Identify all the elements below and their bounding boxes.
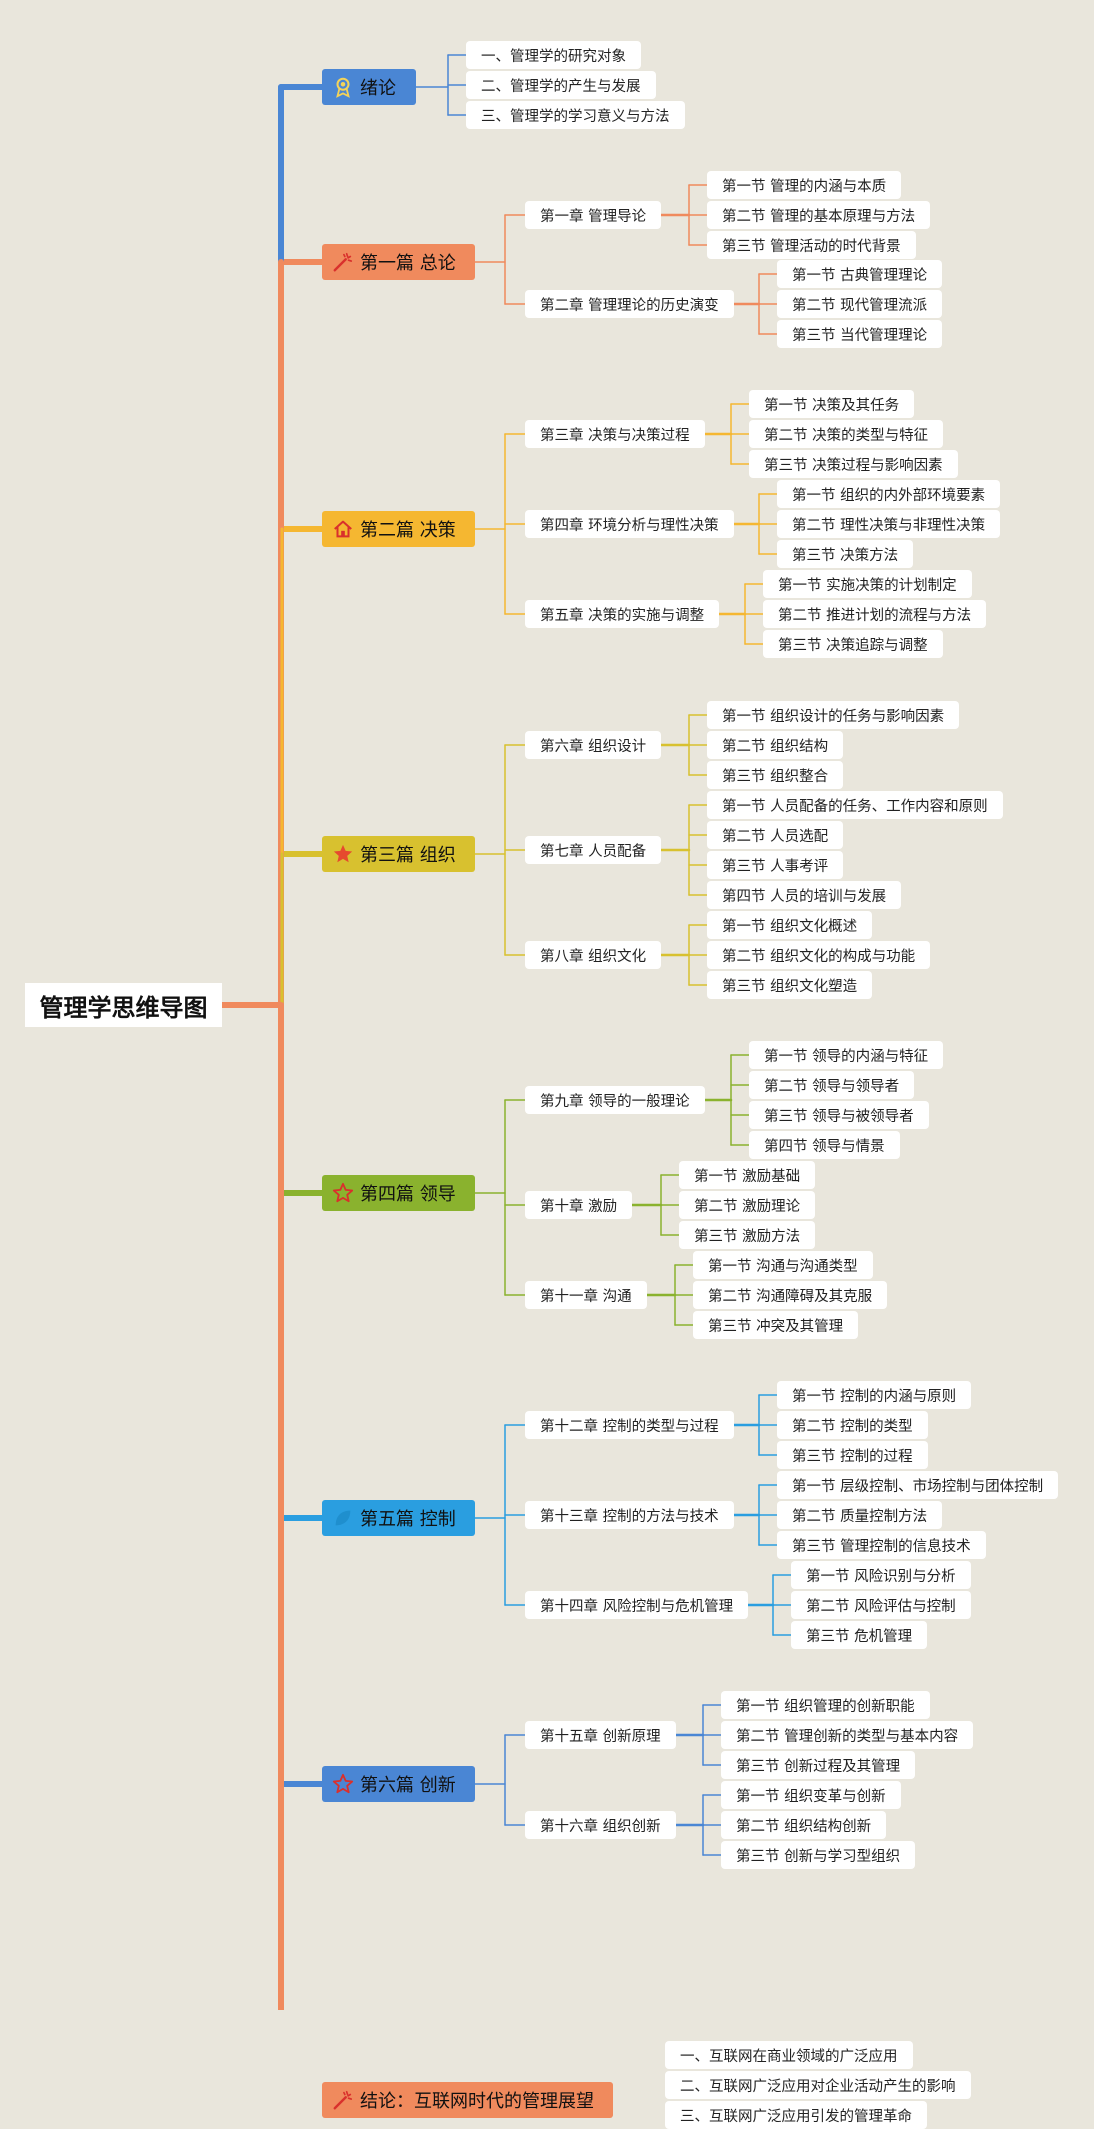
chapter-node[interactable]: 第二章 管理理论的历史演变 — [525, 290, 734, 318]
section-node[interactable]: 二、管理学的产生与发展 — [466, 71, 656, 99]
section-node[interactable]: 第二节 领导与领导者 — [749, 1071, 915, 1099]
section-node[interactable]: 第一节 人员配备的任务、工作内容和原则 — [707, 791, 1003, 819]
part-label: 第一篇 总论 — [360, 253, 456, 274]
part-node[interactable]: 第三篇 组织 — [322, 836, 475, 872]
section-node[interactable]: 第二节 理性决策与非理性决策 — [777, 510, 1001, 538]
section-node[interactable]: 第一节 层级控制、市场控制与团体控制 — [777, 1471, 1059, 1499]
section-node[interactable]: 第三节 领导与被领导者 — [749, 1101, 929, 1129]
chapter-node[interactable]: 第十二章 控制的类型与过程 — [525, 1411, 734, 1439]
chapter-node[interactable]: 第七章 人员配备 — [525, 836, 662, 864]
part-label: 第三篇 组织 — [360, 845, 456, 866]
chapter-node[interactable]: 第十六章 组织创新 — [525, 1811, 676, 1839]
section-node[interactable]: 第一节 组织变革与创新 — [721, 1781, 901, 1809]
section-node[interactable]: 第一节 控制的内涵与原则 — [777, 1381, 972, 1409]
part-label: 第五篇 控制 — [360, 1509, 456, 1530]
section-node[interactable]: 三、管理学的学习意义与方法 — [466, 101, 685, 129]
section-node[interactable]: 第一节 激励基础 — [679, 1161, 816, 1189]
part-node[interactable]: 第二篇 决策 — [322, 511, 475, 547]
chapter-node[interactable]: 第六章 组织设计 — [525, 731, 662, 759]
part-node[interactable]: 结论：互联网时代的管理展望 — [322, 2082, 613, 2118]
chapter-node[interactable]: 第八章 组织文化 — [525, 941, 662, 969]
home-icon — [332, 518, 354, 540]
part-node[interactable]: 第四篇 领导 — [322, 1175, 475, 1211]
chapter-node[interactable]: 第十一章 沟通 — [525, 1281, 647, 1309]
section-node[interactable]: 第三节 人事考评 — [707, 851, 844, 879]
section-node[interactable]: 第一节 沟通与沟通类型 — [693, 1251, 873, 1279]
section-node[interactable]: 第二节 管理创新的类型与基本内容 — [721, 1721, 974, 1749]
section-node[interactable]: 第三节 决策方法 — [777, 540, 914, 568]
section-node[interactable]: 第二节 决策的类型与特征 — [749, 420, 944, 448]
section-node[interactable]: 第二节 推进计划的流程与方法 — [763, 600, 987, 628]
section-node[interactable]: 第三节 组织文化塑造 — [707, 971, 873, 999]
section-node[interactable]: 第二节 沟通障碍及其克服 — [693, 1281, 888, 1309]
chapter-node[interactable]: 第四章 环境分析与理性决策 — [525, 510, 734, 538]
section-node[interactable]: 第一节 领导的内涵与特征 — [749, 1041, 944, 1069]
chapter-node[interactable]: 第十章 激励 — [525, 1191, 633, 1219]
section-node[interactable]: 第二节 风险评估与控制 — [791, 1591, 971, 1619]
section-node[interactable]: 二、互联网广泛应用对企业活动产生的影响 — [665, 2071, 971, 2099]
part-node[interactable]: 第六篇 创新 — [322, 1766, 475, 1802]
section-node[interactable]: 第三节 激励方法 — [679, 1221, 816, 1249]
chapter-node[interactable]: 第一章 管理导论 — [525, 201, 662, 229]
chapter-node[interactable]: 第十四章 风险控制与危机管理 — [525, 1591, 749, 1619]
part-label: 第二篇 决策 — [360, 520, 456, 541]
chapter-node[interactable]: 第十五章 创新原理 — [525, 1721, 676, 1749]
section-node[interactable]: 第二节 组织结构创新 — [721, 1811, 887, 1839]
section-node[interactable]: 第一节 风险识别与分析 — [791, 1561, 971, 1589]
connector-lines — [219, 54, 792, 2010]
leaf-icon — [332, 1507, 354, 1529]
section-node[interactable]: 第一节 组织的内外部环境要素 — [777, 480, 1001, 508]
section-node[interactable]: 第三节 创新与学习型组织 — [721, 1841, 916, 1869]
section-node[interactable]: 第一节 古典管理理论 — [777, 260, 943, 288]
section-node[interactable]: 第二节 现代管理流派 — [777, 290, 943, 318]
award-icon — [332, 76, 354, 98]
section-node[interactable]: 三、互联网广泛应用引发的管理革命 — [665, 2101, 927, 2129]
section-node[interactable]: 第一节 管理的内涵与本质 — [707, 171, 902, 199]
section-node[interactable]: 第一节 实施决策的计划制定 — [763, 570, 972, 598]
section-node[interactable]: 第二节 人员选配 — [707, 821, 844, 849]
section-node[interactable]: 第三节 危机管理 — [791, 1621, 928, 1649]
section-node[interactable]: 第二节 控制的类型 — [777, 1411, 928, 1439]
star-outline-icon — [332, 1773, 354, 1795]
section-node[interactable]: 第三节 决策过程与影响因素 — [749, 450, 958, 478]
section-node[interactable]: 一、管理学的研究对象 — [466, 41, 641, 69]
section-node[interactable]: 第二节 管理的基本原理与方法 — [707, 201, 931, 229]
part-label: 第六篇 创新 — [360, 1775, 456, 1796]
section-node[interactable]: 第一节 组织设计的任务与影响因素 — [707, 701, 960, 729]
chapter-node[interactable]: 第三章 决策与决策过程 — [525, 420, 705, 448]
section-node[interactable]: 第三节 控制的过程 — [777, 1441, 928, 1469]
section-node[interactable]: 第二节 质量控制方法 — [777, 1501, 943, 1529]
part-label: 结论：互联网时代的管理展望 — [360, 2091, 594, 2112]
section-node[interactable]: 第四节 领导与情景 — [749, 1131, 900, 1159]
part-label: 绪论 — [360, 78, 396, 99]
magic-wand-icon — [332, 251, 354, 273]
chapter-node[interactable]: 第五章 决策的实施与调整 — [525, 600, 720, 628]
part-node[interactable]: 第一篇 总论 — [322, 244, 475, 280]
star-icon — [332, 843, 354, 865]
section-node[interactable]: 第三节 组织整合 — [707, 761, 844, 789]
section-node[interactable]: 第四节 人员的培训与发展 — [707, 881, 902, 909]
chapter-node[interactable]: 第十三章 控制的方法与技术 — [525, 1501, 734, 1529]
section-node[interactable]: 第三节 决策追踪与调整 — [763, 630, 943, 658]
section-node[interactable]: 第二节 激励理论 — [679, 1191, 816, 1219]
section-node[interactable]: 第三节 冲突及其管理 — [693, 1311, 859, 1339]
chapter-node[interactable]: 第九章 领导的一般理论 — [525, 1086, 705, 1114]
section-node[interactable]: 第一节 组织管理的创新职能 — [721, 1691, 930, 1719]
section-node[interactable]: 第三节 管理活动的时代背景 — [707, 231, 916, 259]
part-label: 第四篇 领导 — [360, 1184, 456, 1205]
part-node[interactable]: 绪论 — [322, 69, 416, 105]
section-node[interactable]: 第二节 组织文化的构成与功能 — [707, 941, 931, 969]
section-node[interactable]: 第三节 管理控制的信息技术 — [777, 1531, 986, 1559]
star-outline-icon — [332, 1182, 354, 1204]
magic-wand-icon — [332, 2089, 354, 2111]
section-node[interactable]: 第一节 组织文化概述 — [707, 911, 873, 939]
section-node[interactable]: 第二节 组织结构 — [707, 731, 844, 759]
section-node[interactable]: 一、互联网在商业领域的广泛应用 — [665, 2041, 913, 2069]
section-node[interactable]: 第三节 创新过程及其管理 — [721, 1751, 916, 1779]
root-node[interactable]: 管理学思维导图 — [25, 983, 222, 1027]
part-node[interactable]: 第五篇 控制 — [322, 1500, 475, 1536]
section-node[interactable]: 第一节 决策及其任务 — [749, 390, 915, 418]
section-node[interactable]: 第三节 当代管理理论 — [777, 320, 943, 348]
